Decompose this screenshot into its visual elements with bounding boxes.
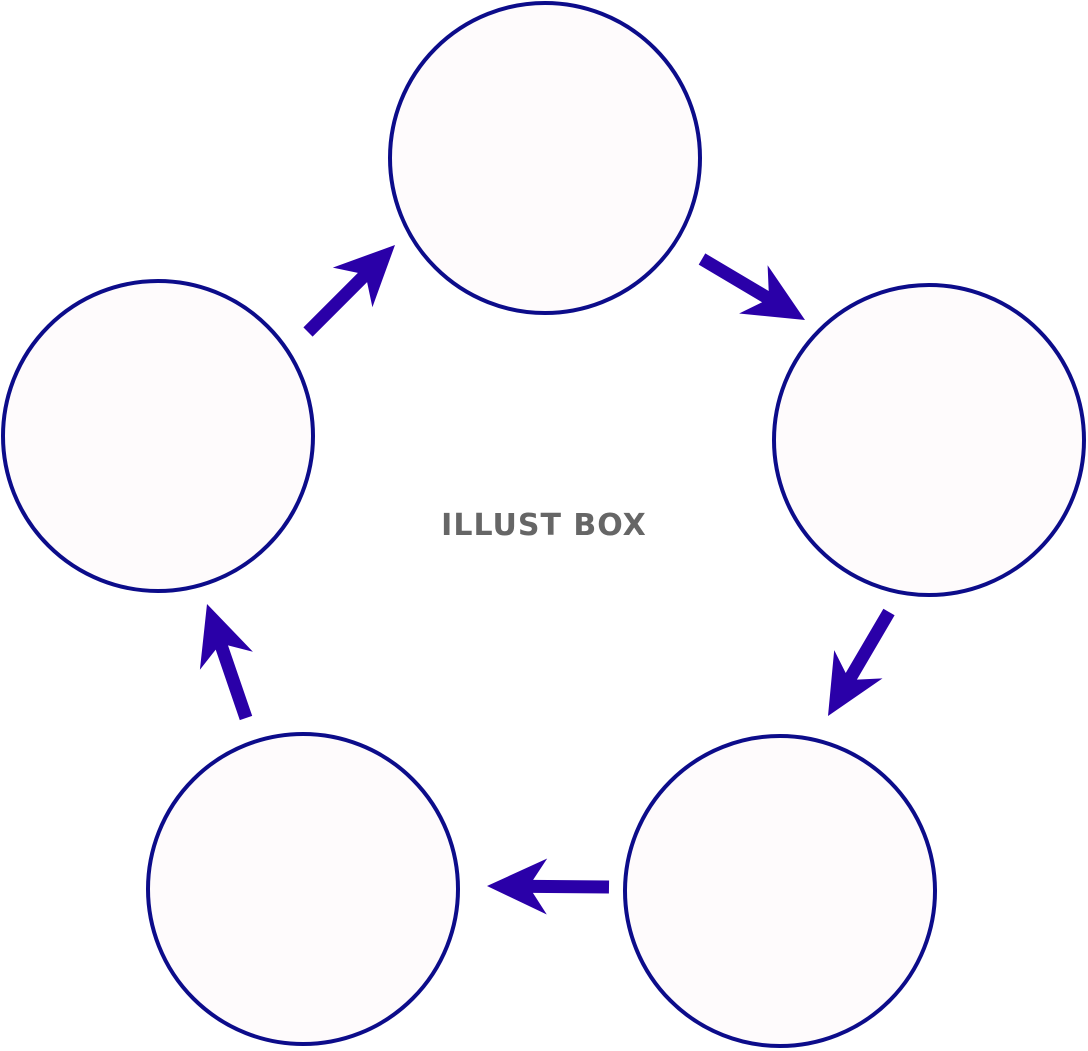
cycle-node-bottom-left xyxy=(146,732,460,1046)
arrow-bottom-right-to-bottom-left xyxy=(487,858,610,915)
cycle-node-bottom-right xyxy=(623,734,937,1048)
cycle-arrows xyxy=(199,245,895,915)
cycle-node-top xyxy=(388,1,702,315)
cycle-node-right xyxy=(772,283,1086,597)
arrow-bottom-left-to-left xyxy=(199,604,253,721)
arrow-top-to-right xyxy=(698,253,805,320)
arrow-left-to-top xyxy=(303,245,395,337)
arrow-right-to-bottom-right xyxy=(828,608,895,716)
cycle-node-left xyxy=(1,279,315,593)
